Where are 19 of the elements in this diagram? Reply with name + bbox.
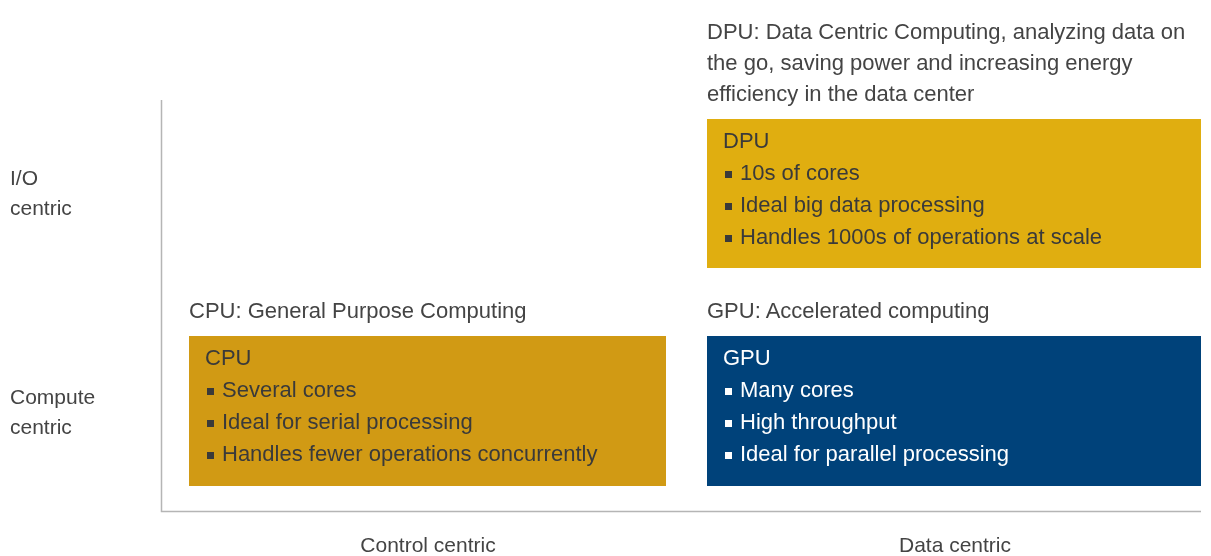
- bullet-item: High throughput: [723, 406, 897, 438]
- bullet-item: Several cores: [205, 374, 357, 406]
- quadrant-heading: GPU: Accelerated computing: [707, 297, 991, 325]
- bullet-item: 10s of cores: [723, 157, 860, 189]
- bullet-item: Ideal for serial processing: [205, 406, 473, 438]
- bullet-item: Handles fewer operations concurrently: [205, 438, 598, 470]
- axis-label: I/O centric: [10, 165, 73, 221]
- box-title: CPU: [205, 344, 252, 372]
- box-title: DPU: [723, 127, 770, 155]
- bullet-item: Ideal for parallel processing: [723, 438, 1010, 470]
- bullet-item: Handles 1000s of operations at scale: [723, 221, 1102, 253]
- quadrant-heading: DPU: Data Centric Computing, analyzing data on the go, saving power and increasing energy efficiency in the data center: [707, 18, 1187, 108]
- axis-label: Data centric: [897, 532, 1012, 556]
- box-title: GPU: [723, 344, 771, 372]
- axis-label: Compute centric: [10, 384, 97, 440]
- axis-label: Control centric: [359, 532, 497, 556]
- bullet-item: Many cores: [723, 374, 854, 406]
- quadrant-heading: CPU: General Purpose Computing: [189, 297, 528, 325]
- bullet-item: Ideal big data processing: [723, 189, 985, 221]
